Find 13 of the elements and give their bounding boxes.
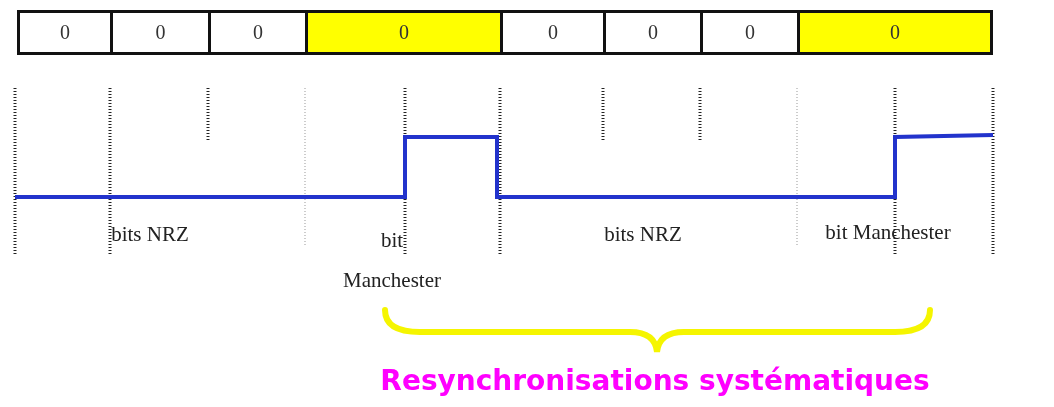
bit-cell: 0 xyxy=(17,10,113,55)
segment-label: bit Manchester xyxy=(342,227,442,294)
segment-label: bits NRZ xyxy=(110,222,190,246)
bit-cell: 0 xyxy=(500,10,606,55)
bit-cell: 0 xyxy=(110,10,211,55)
segment-label: bits NRZ xyxy=(603,222,683,246)
bit-cell: 0 xyxy=(700,10,800,55)
bit-cell: 0 xyxy=(305,10,503,55)
bit-cell: 0 xyxy=(603,10,703,55)
bit-cell: 0 xyxy=(208,10,308,55)
bit-cell: 0 xyxy=(797,10,993,55)
caption: Resynchronisations systématiques xyxy=(380,364,930,397)
segment-label: bit Manchester xyxy=(824,220,952,244)
